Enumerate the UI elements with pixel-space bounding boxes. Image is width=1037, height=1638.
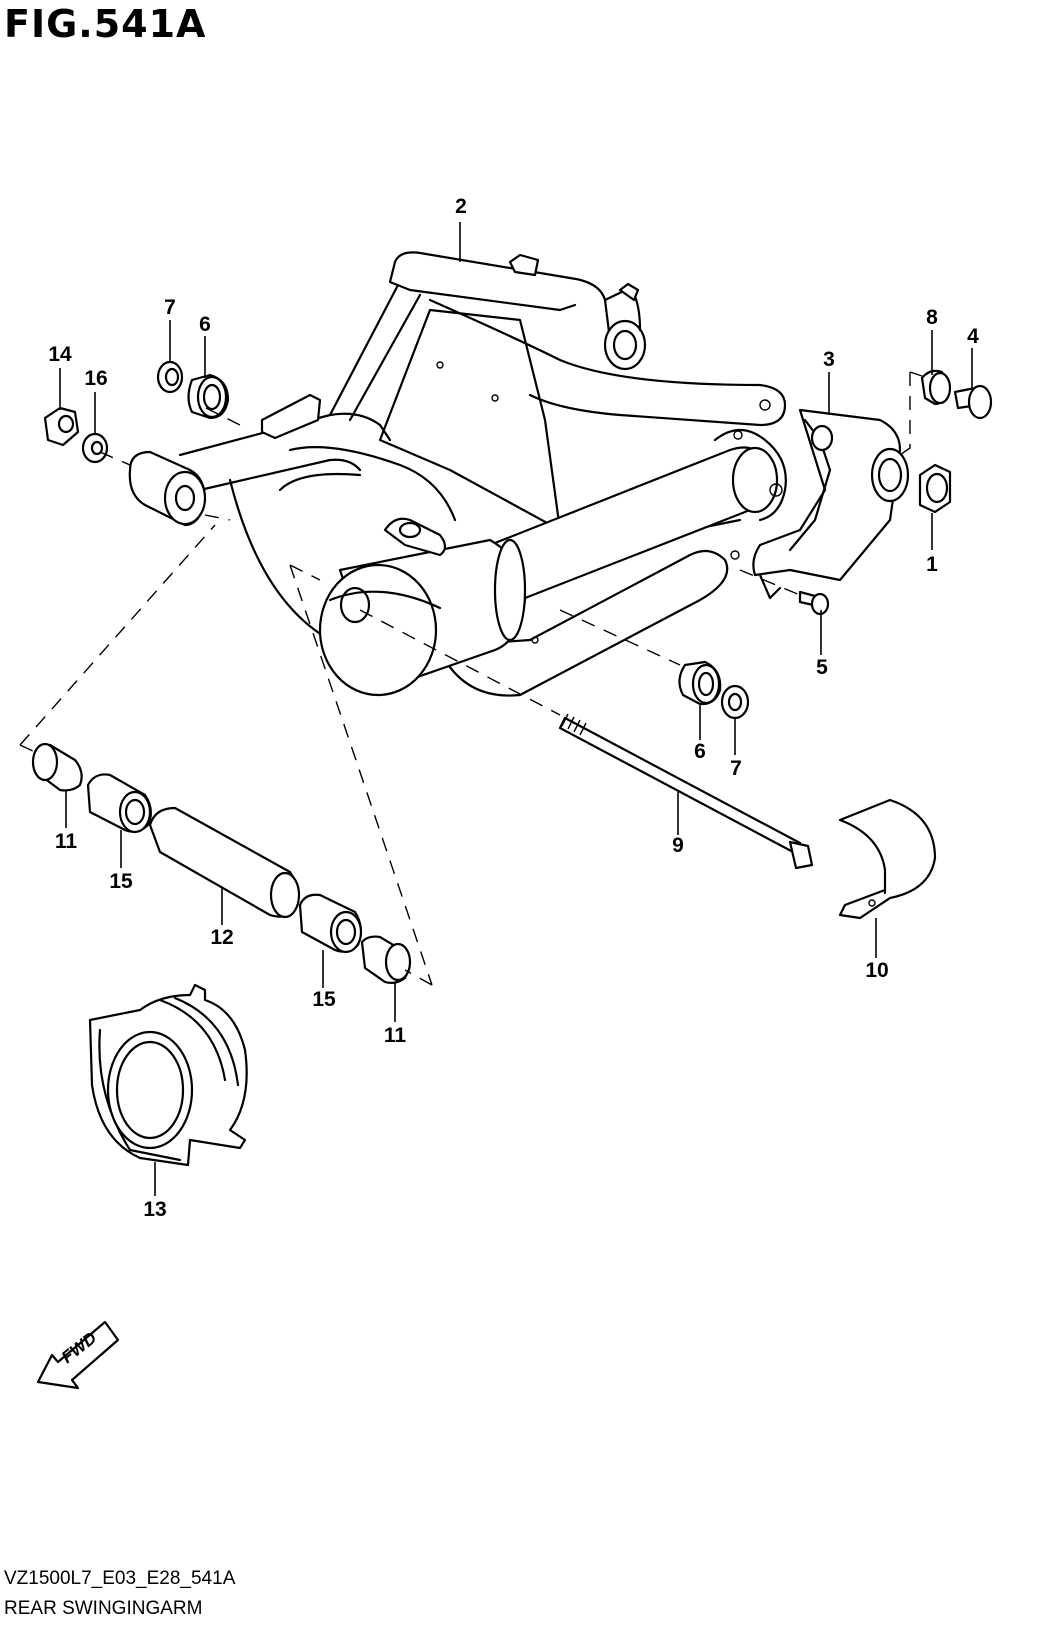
fwd-arrow-icon	[36, 1320, 120, 1390]
callout-4: 4	[967, 325, 979, 348]
callout-16: 16	[84, 367, 108, 390]
callout-6-top: 6	[199, 313, 211, 336]
leader-lines	[59, 222, 973, 1196]
callout-9: 9	[672, 834, 684, 857]
callout-3: 3	[823, 348, 835, 371]
cover-10	[838, 798, 937, 920]
spacer-12	[148, 806, 301, 919]
collar-8	[920, 369, 952, 406]
bush-11-left	[31, 742, 83, 792]
callout-1: 1	[926, 553, 938, 576]
washer-16	[81, 432, 109, 464]
callout-8: 8	[926, 306, 938, 329]
figure-title: FIG.541A	[4, 2, 207, 46]
screw-5	[798, 590, 830, 616]
bolt-4	[953, 384, 993, 420]
boot-13	[88, 983, 248, 1167]
callout-12: 12	[210, 926, 234, 949]
washer-7-lower	[720, 684, 750, 720]
callout-13: 13	[143, 1198, 167, 1221]
callout-11-right: 11	[383, 1024, 407, 1047]
callout-7-lower: 7	[730, 757, 742, 780]
part-name: REAR SWINGINGARM	[4, 1598, 203, 1619]
bearing-15-right	[298, 893, 363, 954]
assembly-lines	[19, 371, 923, 986]
caliper-bracket	[752, 408, 910, 600]
callout-10: 10	[865, 959, 889, 982]
callout-11-left: 11	[54, 830, 78, 853]
swingarm-frame	[128, 251, 787, 697]
washer-7-top	[156, 360, 184, 394]
bearing-6-lower	[678, 660, 722, 706]
callout-5: 5	[816, 656, 828, 679]
model-code: VZ1500L7_E03_E28_541A	[4, 1568, 236, 1589]
bearing-15-left	[86, 773, 152, 834]
pivot-shaft-9	[558, 713, 814, 870]
callout-15-left: 15	[109, 870, 133, 893]
bearing-6-top	[187, 373, 230, 420]
bush-11-right	[360, 935, 412, 984]
nut-14	[43, 406, 80, 447]
nut-1	[918, 463, 952, 514]
callout-15-right: 15	[312, 988, 336, 1011]
callout-7-top: 7	[164, 296, 176, 319]
callout-14: 14	[48, 343, 72, 366]
callout-6-lower: 6	[694, 740, 706, 763]
callout-2: 2	[455, 195, 467, 218]
